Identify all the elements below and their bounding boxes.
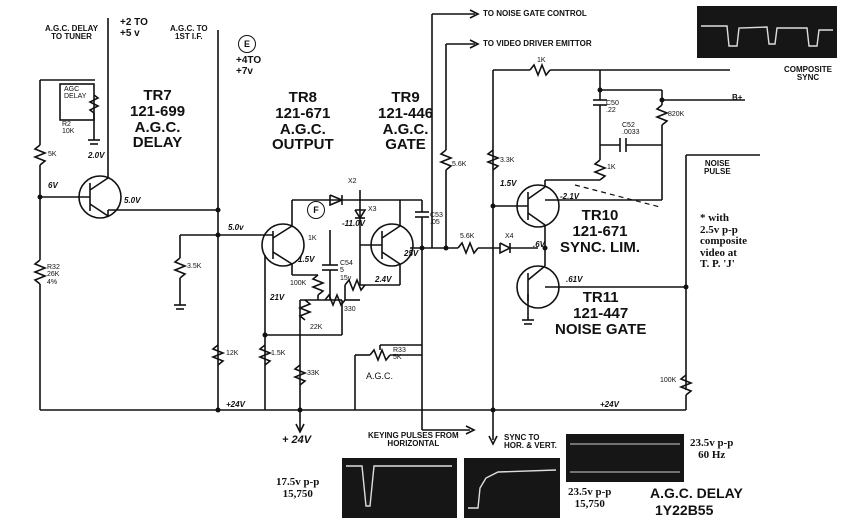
voltage-5-0-tr8: 5.0v bbox=[228, 223, 244, 232]
x2-label: X2 bbox=[348, 178, 357, 185]
voltage-6: 6V bbox=[48, 181, 58, 190]
voltage-5-0-tr7: 5.0V bbox=[124, 196, 141, 205]
c53-label: C53.05 bbox=[430, 212, 443, 227]
c52-label: C52.0033 bbox=[622, 122, 640, 137]
r-3-3k-label: 3.3K bbox=[500, 157, 515, 164]
to-noise-gate-control-label: TO NOISE GATE CONTROL bbox=[483, 9, 587, 18]
supply-4-to-7-label: +4TO+7v bbox=[236, 55, 262, 77]
to-video-driver-emittor-label: TO VIDEO DRIVER EMITTOR bbox=[483, 39, 592, 48]
r-1-5k-label: 1.5K bbox=[271, 350, 286, 357]
agc-delay-waveform bbox=[570, 443, 680, 473]
r-12k-label: 12K bbox=[226, 350, 239, 357]
r-1k-top-label: 1K bbox=[537, 57, 546, 64]
c50-label: C50.22 bbox=[606, 100, 619, 115]
supply-2-to-5-label: +2 TO+5 v bbox=[120, 17, 148, 39]
r-5k-label: 5K bbox=[48, 151, 57, 158]
supply-plus-24v-left: +24V bbox=[226, 400, 245, 409]
composite-sync-waveform bbox=[701, 25, 833, 47]
r-3-5k-label: 3.5K bbox=[187, 263, 202, 270]
agc-delay-caption: A.G.C. DELAY bbox=[650, 485, 743, 501]
figure-code: 1Y22B55 bbox=[655, 502, 714, 518]
keying-pulse-scope bbox=[342, 458, 457, 518]
voltage-2-4: 2.4V bbox=[375, 275, 392, 284]
composite-sync-scope-trace bbox=[697, 6, 837, 58]
r-100k-label: 100K bbox=[290, 280, 307, 287]
r-5-6k-top-label: 5.6K bbox=[452, 161, 467, 168]
b-plus-label: B+ bbox=[732, 93, 743, 102]
supply-plus-24v-right: +24V bbox=[600, 400, 619, 409]
agc-pot-label: A.G.C. bbox=[366, 371, 394, 381]
agc-delay-scope bbox=[566, 434, 684, 482]
voltage-2-0: 2.0V bbox=[88, 151, 105, 160]
test-point-f: F bbox=[307, 201, 325, 219]
voltage-0-6: .6V bbox=[533, 240, 546, 249]
keying-pulse-waveform bbox=[346, 465, 452, 507]
r-5-6k-series-label: 5.6K bbox=[460, 233, 475, 240]
r-1k-mid-label: 1K bbox=[607, 164, 616, 171]
r-100k-right-label: 100K bbox=[660, 377, 677, 384]
voltage-0-61: .61V bbox=[566, 275, 583, 284]
x4-label: X4 bbox=[505, 233, 514, 240]
r-1k-tr8-label: 1K bbox=[308, 235, 317, 242]
voltage-25: 25V bbox=[404, 249, 419, 258]
r-330-label: 330 bbox=[344, 306, 356, 313]
r-22k-label: 22K bbox=[310, 324, 323, 331]
voltage-21: 21V bbox=[270, 293, 285, 302]
sync-scope bbox=[464, 458, 560, 518]
voltage-minus-2-1: -2.1V bbox=[560, 192, 580, 201]
test-point-e: E bbox=[238, 35, 256, 53]
voltage-minus-11: -11.0V bbox=[342, 219, 365, 228]
sync-waveform bbox=[468, 469, 557, 509]
x3-label: X3 bbox=[368, 206, 377, 213]
tr8-symbol bbox=[261, 223, 305, 267]
r-820k-label: 820K bbox=[668, 111, 685, 118]
supply-plus-24v-bottom: + 24V bbox=[282, 434, 312, 446]
r-33k-label: 33K bbox=[307, 370, 320, 377]
voltage-1-5-tr10: 1.5V bbox=[500, 179, 517, 188]
voltage-1-5-tr8: 1.5V bbox=[298, 255, 315, 264]
